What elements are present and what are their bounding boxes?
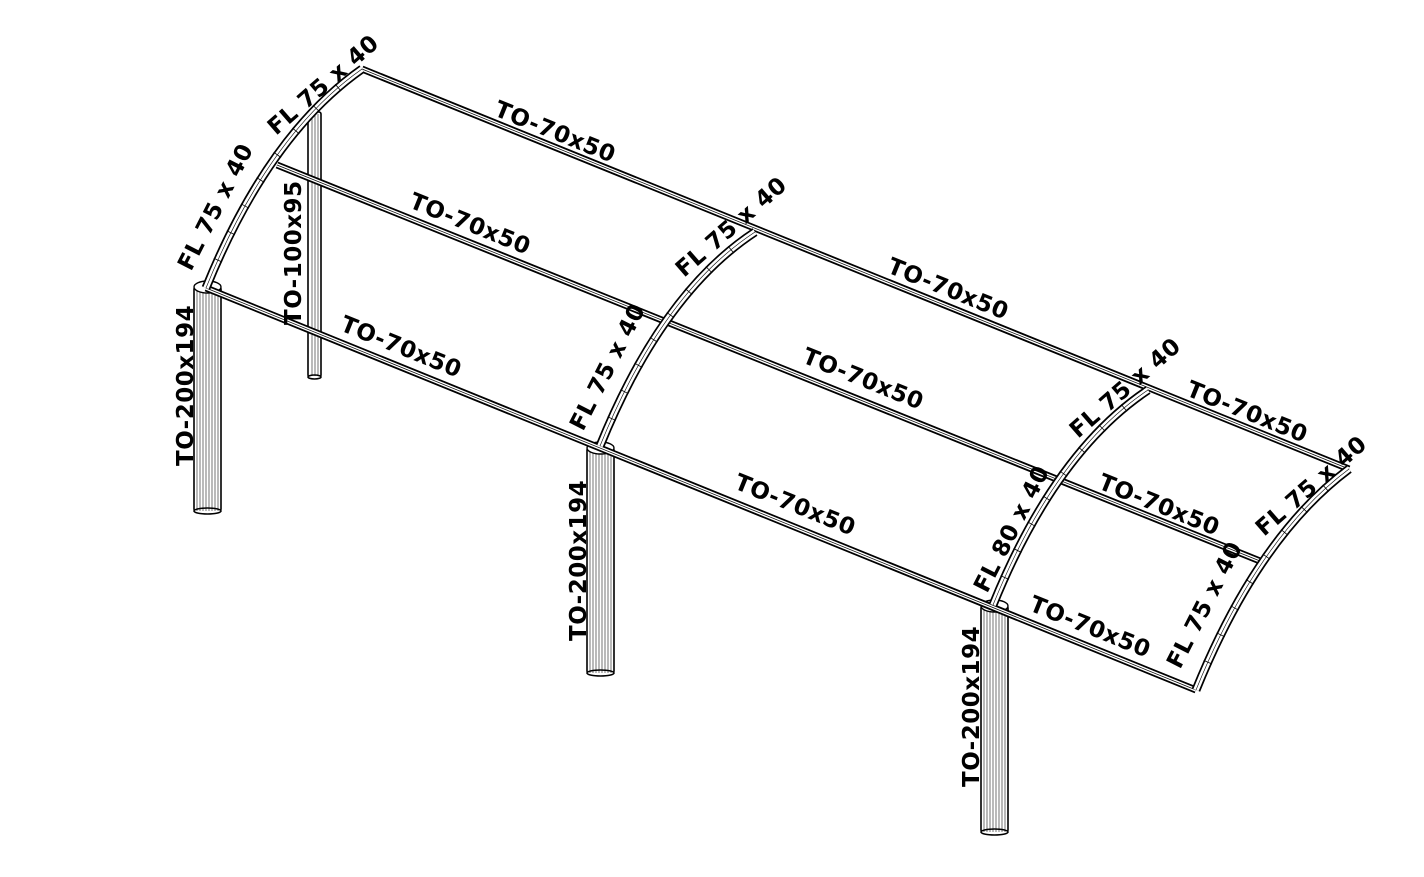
arc-rafter-4: [1191, 465, 1352, 692]
back-beam: [360, 65, 1351, 473]
label-arc4-upper: FL 75 x 40: [1251, 431, 1372, 541]
middle-beam: [275, 161, 1267, 567]
label-rear-column: TO-100x95: [281, 180, 307, 325]
arc-rafter-2: [595, 228, 758, 448]
rear-column: [307, 111, 322, 380]
front-beam: [204, 284, 1198, 694]
column-3: [980, 599, 1009, 836]
label-column-3: TO-200x194: [959, 626, 985, 787]
arc-rafter-1: [201, 65, 365, 290]
label-column-2: TO-200x194: [566, 480, 592, 641]
label-column-1: TO-200x194: [173, 305, 199, 466]
column-2: [586, 441, 615, 677]
label-arc2-upper: FL 75 x 40: [671, 172, 792, 282]
label-arc1-upper: FL 75 x 40: [263, 30, 384, 140]
column-1: [193, 280, 222, 515]
label-arc3-upper: FL 75 x 40: [1065, 333, 1186, 443]
label-arc3-lower: FL 80 x 40: [969, 462, 1055, 597]
arc-rafter-3: [988, 386, 1151, 607]
